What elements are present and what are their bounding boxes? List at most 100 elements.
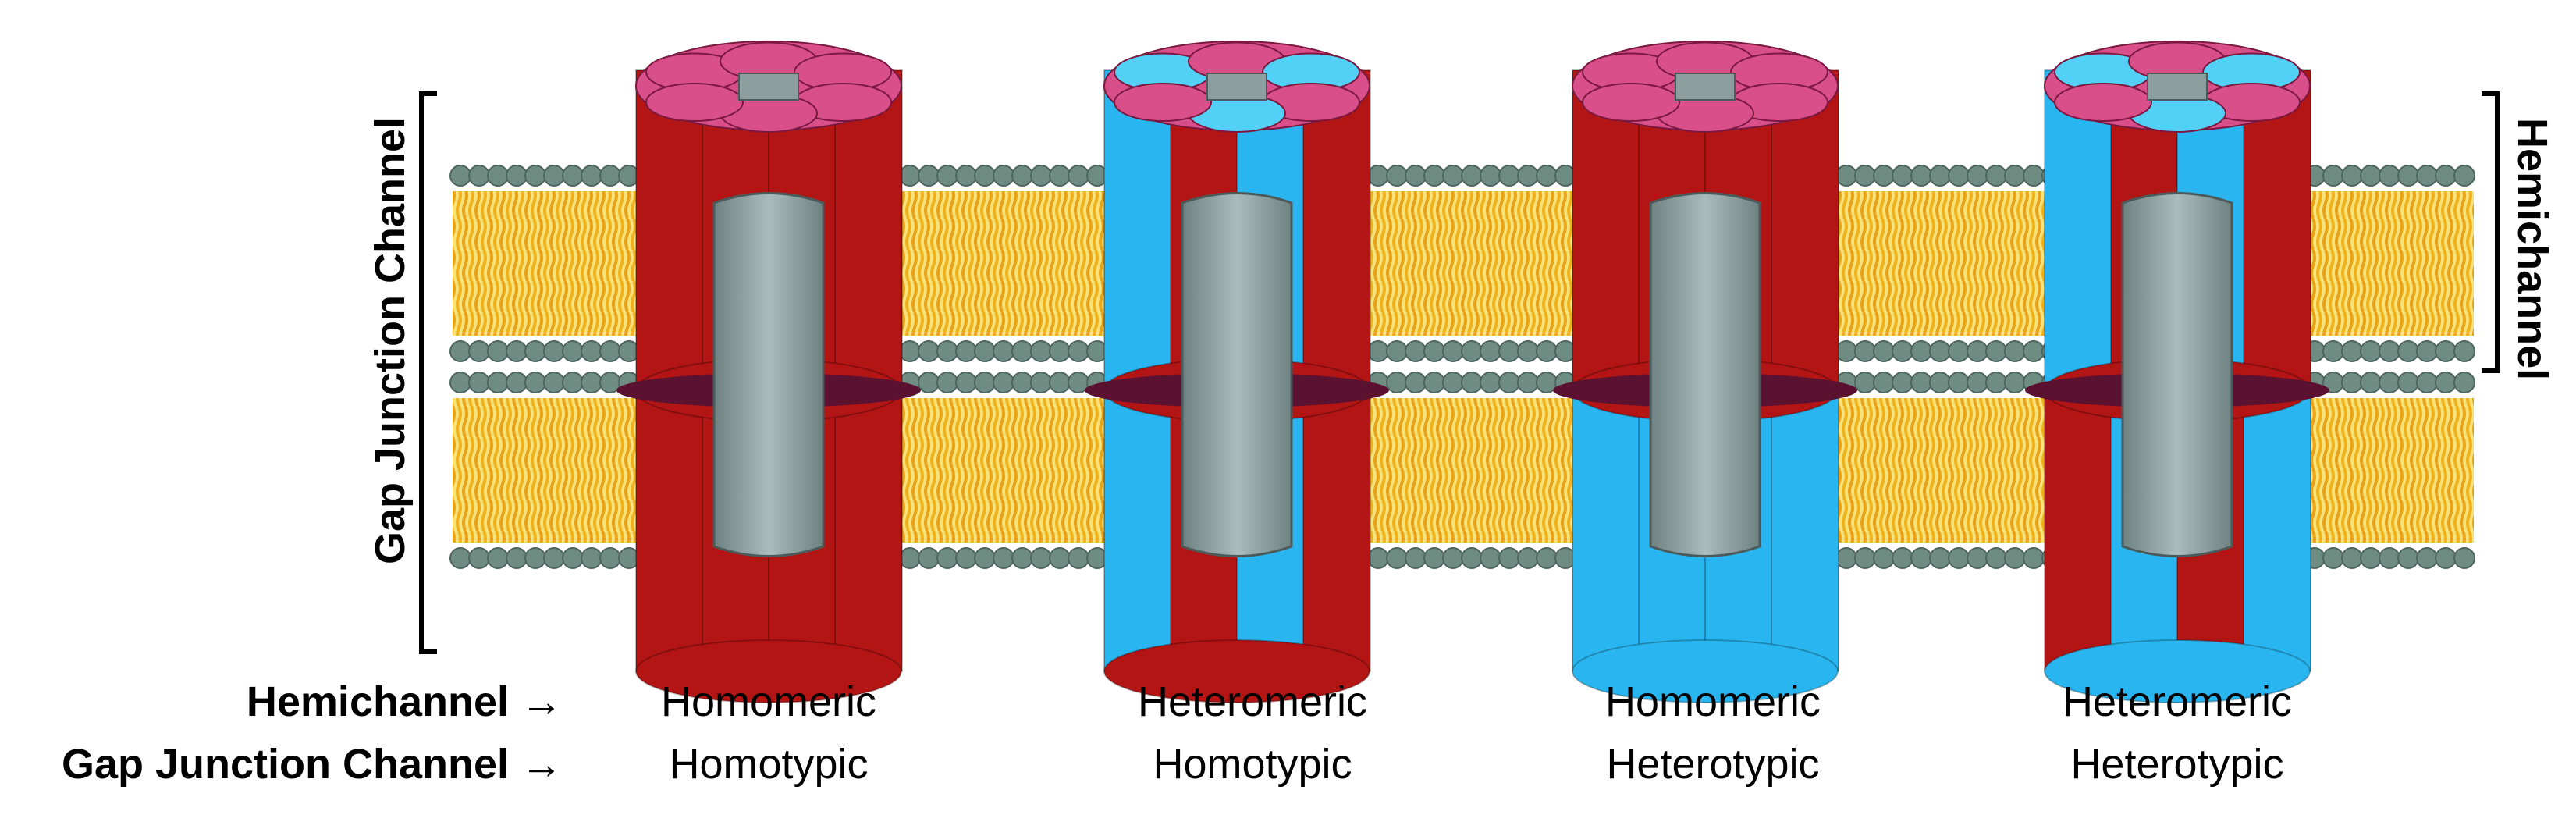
lipid-head — [936, 372, 958, 393]
connexin-subunit — [1771, 69, 1839, 391]
lipid-head — [918, 165, 940, 187]
lipid-head — [1985, 547, 2007, 569]
lipid-head — [974, 547, 996, 569]
lipid-head — [1948, 340, 1970, 362]
lipid-head — [1892, 165, 1913, 187]
lipid-head — [581, 165, 602, 187]
gap-junction-channel-label: Gap Junction Channel — [367, 116, 414, 564]
connexin-subunit — [2243, 390, 2311, 672]
lipid-head — [1386, 165, 1408, 187]
connexin-subunit — [635, 69, 704, 391]
lipid-head — [2453, 372, 2475, 393]
lipid-head — [1910, 165, 1932, 187]
lipid-head — [2435, 340, 2457, 362]
lipid-head — [2360, 372, 2382, 393]
connexin-top — [1114, 83, 1212, 122]
pore-opening — [1206, 73, 1267, 101]
lipid-head — [1892, 340, 1913, 362]
hemichannel-top-cap — [635, 40, 902, 133]
connexin-subunit — [1572, 69, 1640, 391]
lipid-head — [506, 165, 528, 187]
lipid-head — [1892, 372, 1913, 393]
lipid-head — [2435, 372, 2457, 393]
hemichannel-label: Hemichannel — [2509, 118, 2556, 381]
gap-junction-bracket — [419, 91, 437, 654]
lipid-head — [506, 547, 528, 569]
connexin-top — [2054, 83, 2152, 122]
lipid-head — [1929, 340, 1951, 362]
connexin-subunit — [2044, 390, 2112, 672]
lipid-head — [2004, 372, 2026, 393]
lipid-head — [1929, 372, 1951, 393]
lipid-head — [581, 547, 602, 569]
lipid-head — [1461, 165, 1483, 187]
lipid-head — [1068, 340, 1089, 362]
lipid-head — [1910, 340, 1932, 362]
lipid-head — [2360, 547, 2382, 569]
lipid-head — [1873, 372, 1895, 393]
lipid-head — [1517, 165, 1539, 187]
lipid-head — [936, 340, 958, 362]
lipid-head — [449, 547, 471, 569]
connexin-subunit — [834, 390, 903, 672]
lipid-head — [1405, 372, 1427, 393]
connexin-subunit — [1572, 390, 1640, 672]
connexin-subunit — [1771, 390, 1839, 672]
lipid-head — [581, 372, 602, 393]
lipid-head — [487, 372, 509, 393]
channel-3 — [1553, 40, 1857, 703]
lipid-head — [1498, 340, 1520, 362]
lipid-head — [524, 340, 546, 362]
connexin-subunit — [1302, 390, 1371, 672]
subunit-base — [1572, 639, 1839, 703]
lipid-head — [2453, 340, 2475, 362]
lipid-head — [1517, 340, 1539, 362]
lipid-head — [993, 547, 1014, 569]
row-label-gap-junction-channel: Gap Junction Channel → — [61, 741, 563, 788]
lipid-head — [974, 372, 996, 393]
column-3-channel-type: Heterotypic — [1606, 741, 1820, 788]
lipid-head — [1461, 547, 1483, 569]
lipid-head — [2341, 165, 2363, 187]
lipid-head — [1854, 340, 1876, 362]
column-4-hemichannel-type: Heteromeric — [2062, 678, 2293, 725]
channel-pore — [1181, 192, 1293, 557]
lipid-head — [2379, 165, 2400, 187]
lipid-head — [487, 340, 509, 362]
channels — [616, 40, 2329, 703]
lipid-head — [1049, 340, 1071, 362]
lipid-head — [524, 372, 546, 393]
lipid-head — [2322, 547, 2344, 569]
lipid-head — [2341, 547, 2363, 569]
lipid-head — [487, 547, 509, 569]
hemichannel-top-cap — [1103, 40, 1370, 133]
pore-opening — [738, 73, 799, 101]
lipid-head — [2416, 165, 2438, 187]
lipid-head — [468, 165, 490, 187]
lipid-head — [918, 372, 940, 393]
column-3-hemichannel-type: Homomeric — [1604, 678, 1821, 725]
lipid-head — [1910, 547, 1932, 569]
lipid-head — [1948, 372, 1970, 393]
lipid-head — [1386, 340, 1408, 362]
lipid-head — [936, 165, 958, 187]
lipid-head — [2004, 165, 2026, 187]
lipid-head — [1011, 340, 1033, 362]
lipid-head — [1480, 372, 1501, 393]
column-2-channel-type: Homotypic — [1153, 741, 1352, 788]
lipid-head — [1854, 165, 1876, 187]
lipid-head — [1873, 547, 1895, 569]
lipid-head — [1985, 372, 2007, 393]
lipid-head — [1967, 340, 1988, 362]
lipid-head — [1967, 372, 1988, 393]
hemichannel-top-cap — [2044, 40, 2311, 133]
lipid-head — [543, 340, 565, 362]
column-1-hemichannel-type: Homomeric — [660, 678, 877, 725]
lipid-head — [2397, 547, 2419, 569]
lipid-head — [1480, 165, 1501, 187]
lipid-head — [1985, 165, 2007, 187]
lipid-head — [955, 547, 977, 569]
lipid-head — [1498, 165, 1520, 187]
